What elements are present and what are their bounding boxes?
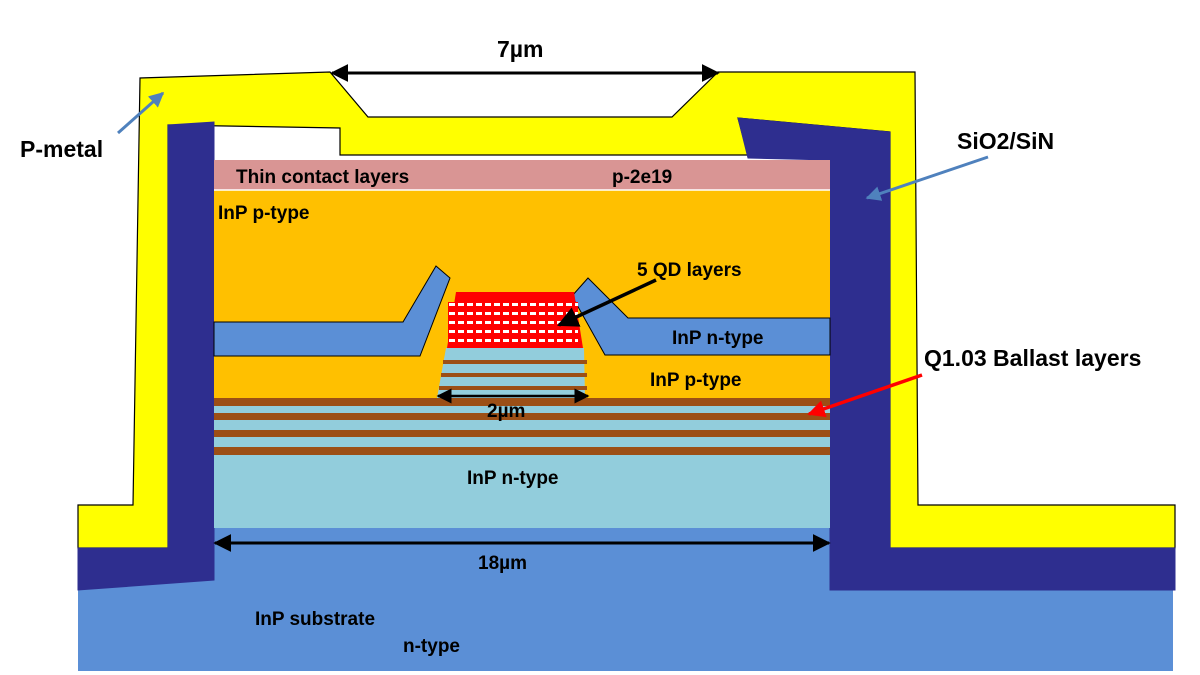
top-width-label: 7µm: [497, 36, 544, 62]
inp-n-type-lower-label: InP n-type: [467, 468, 559, 489]
dielectric-pointer-arrow: [865, 155, 989, 201]
dielectric-right: [737, 117, 1176, 591]
qd-layers-grid: [448, 302, 578, 344]
p-metal-label: P-metal: [20, 136, 103, 162]
n-type-wing-right: [571, 277, 831, 356]
qd-layers-label: 5 QD layers: [637, 260, 742, 281]
inp-p-type-mid-label: InP p-type: [650, 370, 742, 391]
substrate-type-label: n-type: [403, 636, 460, 657]
ballast-layers-label: Q1.03 Ballast layers: [924, 345, 1141, 371]
ballast-stack-bg: [214, 398, 830, 456]
ballast-layer-4: [214, 447, 830, 455]
mesa-ballast-1: [443, 360, 587, 364]
ballast-layer-2: [214, 413, 830, 420]
contact-doping-label: p-2e19: [612, 167, 672, 188]
ballast-pointer-arrow: [807, 373, 923, 418]
qd-pointer-arrow: [557, 278, 657, 327]
inp-p-type-top-label: InP p-type: [218, 203, 310, 224]
thin-contact-layer: [214, 160, 830, 190]
mesa-ballast-2: [441, 373, 587, 377]
n-type-wing-left: [213, 265, 451, 357]
mesa-ballast-3: [439, 386, 587, 390]
inp-n-type-wing-label: InP n-type: [672, 328, 764, 349]
bottom-width-label: 18µm: [478, 553, 527, 574]
substrate-label: InP substrate: [255, 609, 375, 630]
sio2-sin-label: SiO2/SiN: [957, 128, 1054, 154]
p-metal-pointer-arrow: [117, 91, 165, 135]
mesa-width-label: 2µm: [487, 401, 525, 422]
contact-layers-label: Thin contact layers: [236, 167, 409, 188]
inp-n-type-lower: [214, 456, 830, 528]
ballast-layer-3: [214, 430, 830, 437]
dielectric-left: [77, 121, 215, 591]
